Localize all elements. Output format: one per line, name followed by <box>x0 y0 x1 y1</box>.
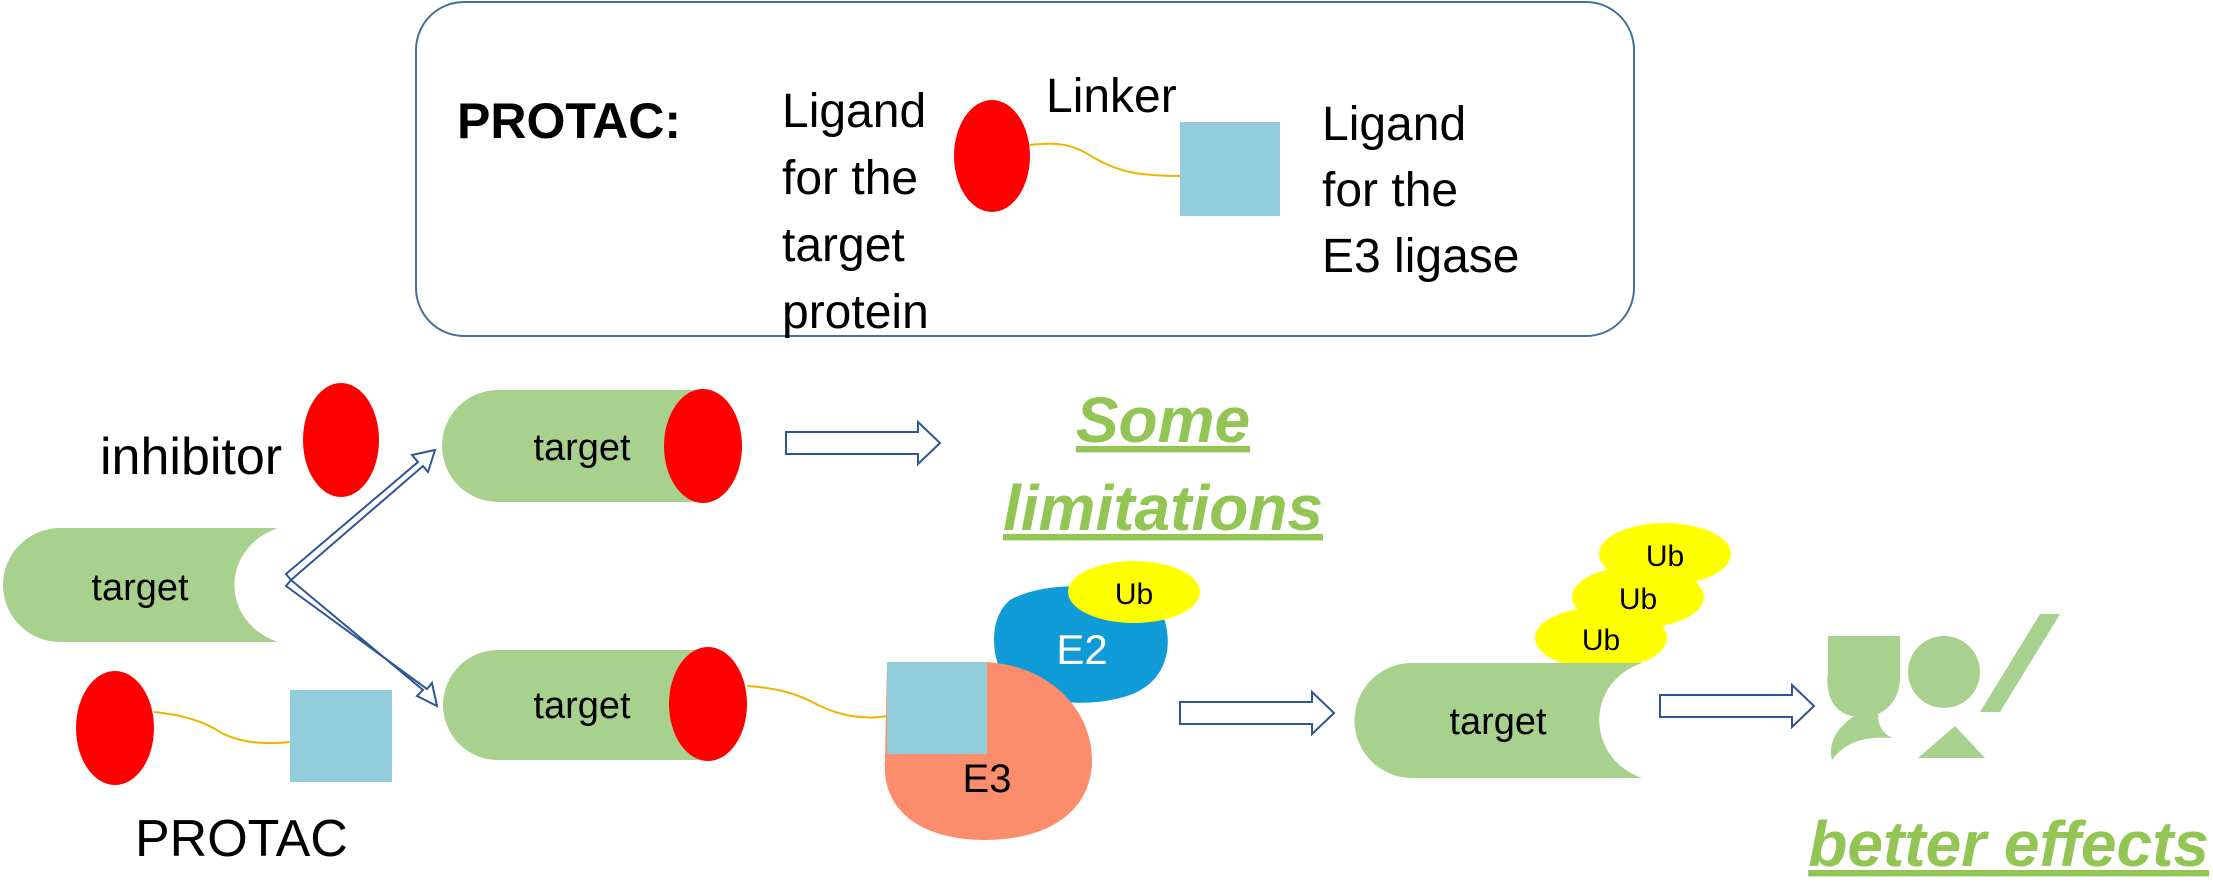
ligand-e3-label-line-2: for the <box>1322 164 1458 217</box>
start-target-label: target <box>91 567 189 609</box>
ligand-e3-label-line-1: Ligand <box>1322 98 1466 151</box>
legend-linker-line <box>1029 142 1181 177</box>
ubiquitinated-target-protein <box>1354 663 1642 778</box>
complex-result-arrow <box>1179 689 1336 737</box>
inhibited-target-inhibitor <box>664 389 742 503</box>
degradation-arrow <box>1659 682 1816 730</box>
branch-arrow-up <box>284 448 437 582</box>
start-target-protein <box>3 528 278 642</box>
inhibitor-shape <box>303 383 379 497</box>
fragment-cup <box>1827 636 1900 718</box>
some-limitations-line-2: limitations <box>1003 472 1323 544</box>
ubiquitin-bottom-label: Ub <box>1582 624 1620 657</box>
ubiquitin-top-label: Ub <box>1646 540 1684 573</box>
protac-bound-target-ligand <box>669 647 747 761</box>
protac-linker <box>153 711 291 745</box>
inhibited-target-label: target <box>533 427 631 469</box>
e2-ubiquitin <box>1068 561 1200 623</box>
better-effects-label: better effects <box>1808 808 2209 880</box>
branch-arrow-down <box>284 578 439 708</box>
ubiquitin-middle-label: Ub <box>1619 583 1657 616</box>
e3-label: E3 <box>963 757 1012 801</box>
ligand-e3-label-line-3: E3 ligase <box>1322 230 1519 283</box>
protac-label: PROTAC <box>135 810 348 868</box>
protac-target-protein <box>443 650 700 760</box>
legend-target-ligand-shape <box>954 100 1030 212</box>
inhibitor-label: inhibitor <box>100 428 282 486</box>
ubiquitinated-target-label: target <box>1449 701 1547 743</box>
ligand-target-label-line-3: target <box>782 219 905 272</box>
fragment-slash <box>1980 614 2060 712</box>
fragment-triangle <box>1918 726 1985 758</box>
ligand-target-label-line-4: protein <box>782 286 929 339</box>
protac-target-label: target <box>533 685 631 727</box>
fragment-circle <box>1908 636 1980 708</box>
e2-label: E2 <box>1056 626 1107 673</box>
legend-linker-label: Linker <box>1046 70 1177 123</box>
e2-ubiquitin-label: Ub <box>1115 578 1153 611</box>
some-limitations-line-1: Some <box>1076 384 1250 456</box>
protac-e3-ligand <box>290 690 392 782</box>
ligand-target-label-line-2: for the <box>782 152 918 205</box>
ligand-target-label-line-1: Ligand <box>782 85 926 138</box>
protac-target-ligand <box>76 671 154 785</box>
upper-result-arrow <box>785 419 942 467</box>
legend-protac-label: PROTAC: <box>457 93 681 149</box>
inhibited-target-protein <box>442 390 700 502</box>
ternary-linker <box>746 685 889 719</box>
fragment-crescent <box>1830 708 1892 760</box>
legend-e3-ligand-shape <box>1180 122 1280 216</box>
ubiquitin-top <box>1599 523 1731 585</box>
e3-bound-ligand <box>887 662 987 754</box>
